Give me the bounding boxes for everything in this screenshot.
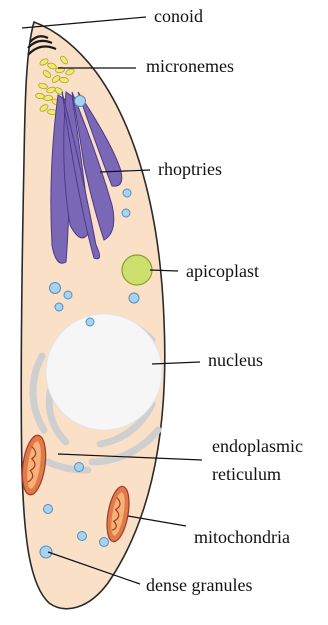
- dense-granule: [64, 291, 72, 299]
- label-dense-granules: dense granules: [146, 575, 252, 595]
- dense-granule: [40, 546, 52, 558]
- label-conoid: conoid: [154, 6, 203, 26]
- dense-granule: [122, 209, 130, 217]
- dense-granule: [86, 318, 94, 326]
- dense-granule: [50, 283, 61, 294]
- dense-granule: [100, 538, 109, 547]
- dense-granule: [123, 189, 131, 197]
- labels: conoid micronemes rhoptries apicoplast n…: [146, 6, 303, 595]
- apicoplast: [122, 255, 152, 285]
- label-apicoplast: apicoplast: [186, 261, 259, 281]
- dense-granule: [78, 532, 87, 541]
- dense-granule: [75, 96, 86, 107]
- nucleus: [46, 314, 162, 430]
- label-nucleus: nucleus: [208, 350, 263, 370]
- label-mitochondria: mitochondria: [194, 527, 290, 547]
- dense-granule: [75, 463, 84, 472]
- label-endoplasmic: endoplasmic: [212, 436, 303, 456]
- label-micronemes: micronemes: [146, 56, 234, 76]
- dense-granule: [55, 303, 63, 311]
- label-rhoptries: rhoptries: [158, 159, 222, 179]
- dense-granule: [129, 293, 139, 303]
- label-reticulum: reticulum: [212, 464, 281, 484]
- dense-granule: [44, 505, 53, 514]
